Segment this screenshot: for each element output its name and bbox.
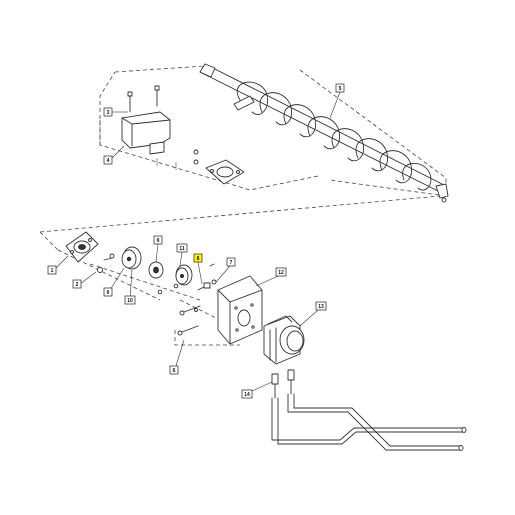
- callout-4[interactable]: 4: [103, 155, 113, 165]
- callout-5[interactable]: 5: [335, 83, 345, 93]
- callout-7[interactable]: 7: [226, 257, 236, 267]
- callout-6-lower[interactable]: 6: [169, 365, 179, 375]
- bearing-flange-upper: [156, 149, 245, 185]
- hydraulic-hoses: [271, 393, 467, 451]
- svg-text:5: 5: [339, 86, 342, 92]
- callout-12[interactable]: 12: [275, 267, 287, 277]
- hose-fittings: [271, 369, 295, 399]
- mounting-bracket: [121, 111, 171, 155]
- roll-pin: [197, 282, 211, 291]
- callout-2[interactable]: 2: [72, 279, 82, 289]
- callout-10[interactable]: 10: [124, 295, 136, 305]
- callout-1[interactable]: 1: [47, 265, 57, 275]
- svg-text:6: 6: [173, 368, 176, 374]
- mount-bolts: [177, 305, 201, 336]
- callout-13[interactable]: 13: [315, 301, 327, 311]
- callout-6-upper[interactable]: 6: [103, 287, 113, 297]
- callout-9[interactable]: 9: [153, 235, 163, 245]
- callout-11[interactable]: 11: [176, 243, 188, 253]
- spacer-collar: [121, 246, 142, 270]
- svg-text:1: 1: [51, 268, 54, 274]
- callout-14[interactable]: 14: [241, 389, 253, 399]
- leader-lines: [55, 91, 341, 393]
- svg-text:9: 9: [157, 238, 160, 244]
- svg-text:6: 6: [107, 290, 110, 296]
- upper-detail-frame: [99, 65, 447, 197]
- bracket-bolts: [127, 85, 160, 113]
- callout-8-highlighted[interactable]: 8: [193, 253, 203, 263]
- hydraulic-motor: [263, 315, 305, 365]
- coupler: [157, 264, 193, 295]
- lower-assembly-frame: [57, 249, 251, 346]
- flange-bearing: [65, 231, 99, 263]
- svg-text:13: 13: [318, 304, 324, 310]
- svg-text:10: 10: [127, 298, 133, 304]
- projection-lines: [39, 195, 441, 251]
- svg-text:2: 2: [76, 282, 79, 288]
- auger-flighting: [199, 63, 449, 203]
- washer: [148, 261, 164, 279]
- svg-text:12: 12: [278, 270, 284, 276]
- svg-text:8: 8: [197, 256, 200, 262]
- set-screws: [209, 263, 217, 285]
- svg-text:4: 4: [107, 158, 110, 164]
- motor-mount-plate: [217, 275, 263, 345]
- svg-text:7: 7: [230, 260, 233, 266]
- callout-3[interactable]: 3: [103, 107, 113, 117]
- svg-text:14: 14: [244, 392, 250, 398]
- svg-text:3: 3: [107, 110, 110, 116]
- hex-nuts: [97, 253, 115, 273]
- svg-text:11: 11: [179, 246, 185, 252]
